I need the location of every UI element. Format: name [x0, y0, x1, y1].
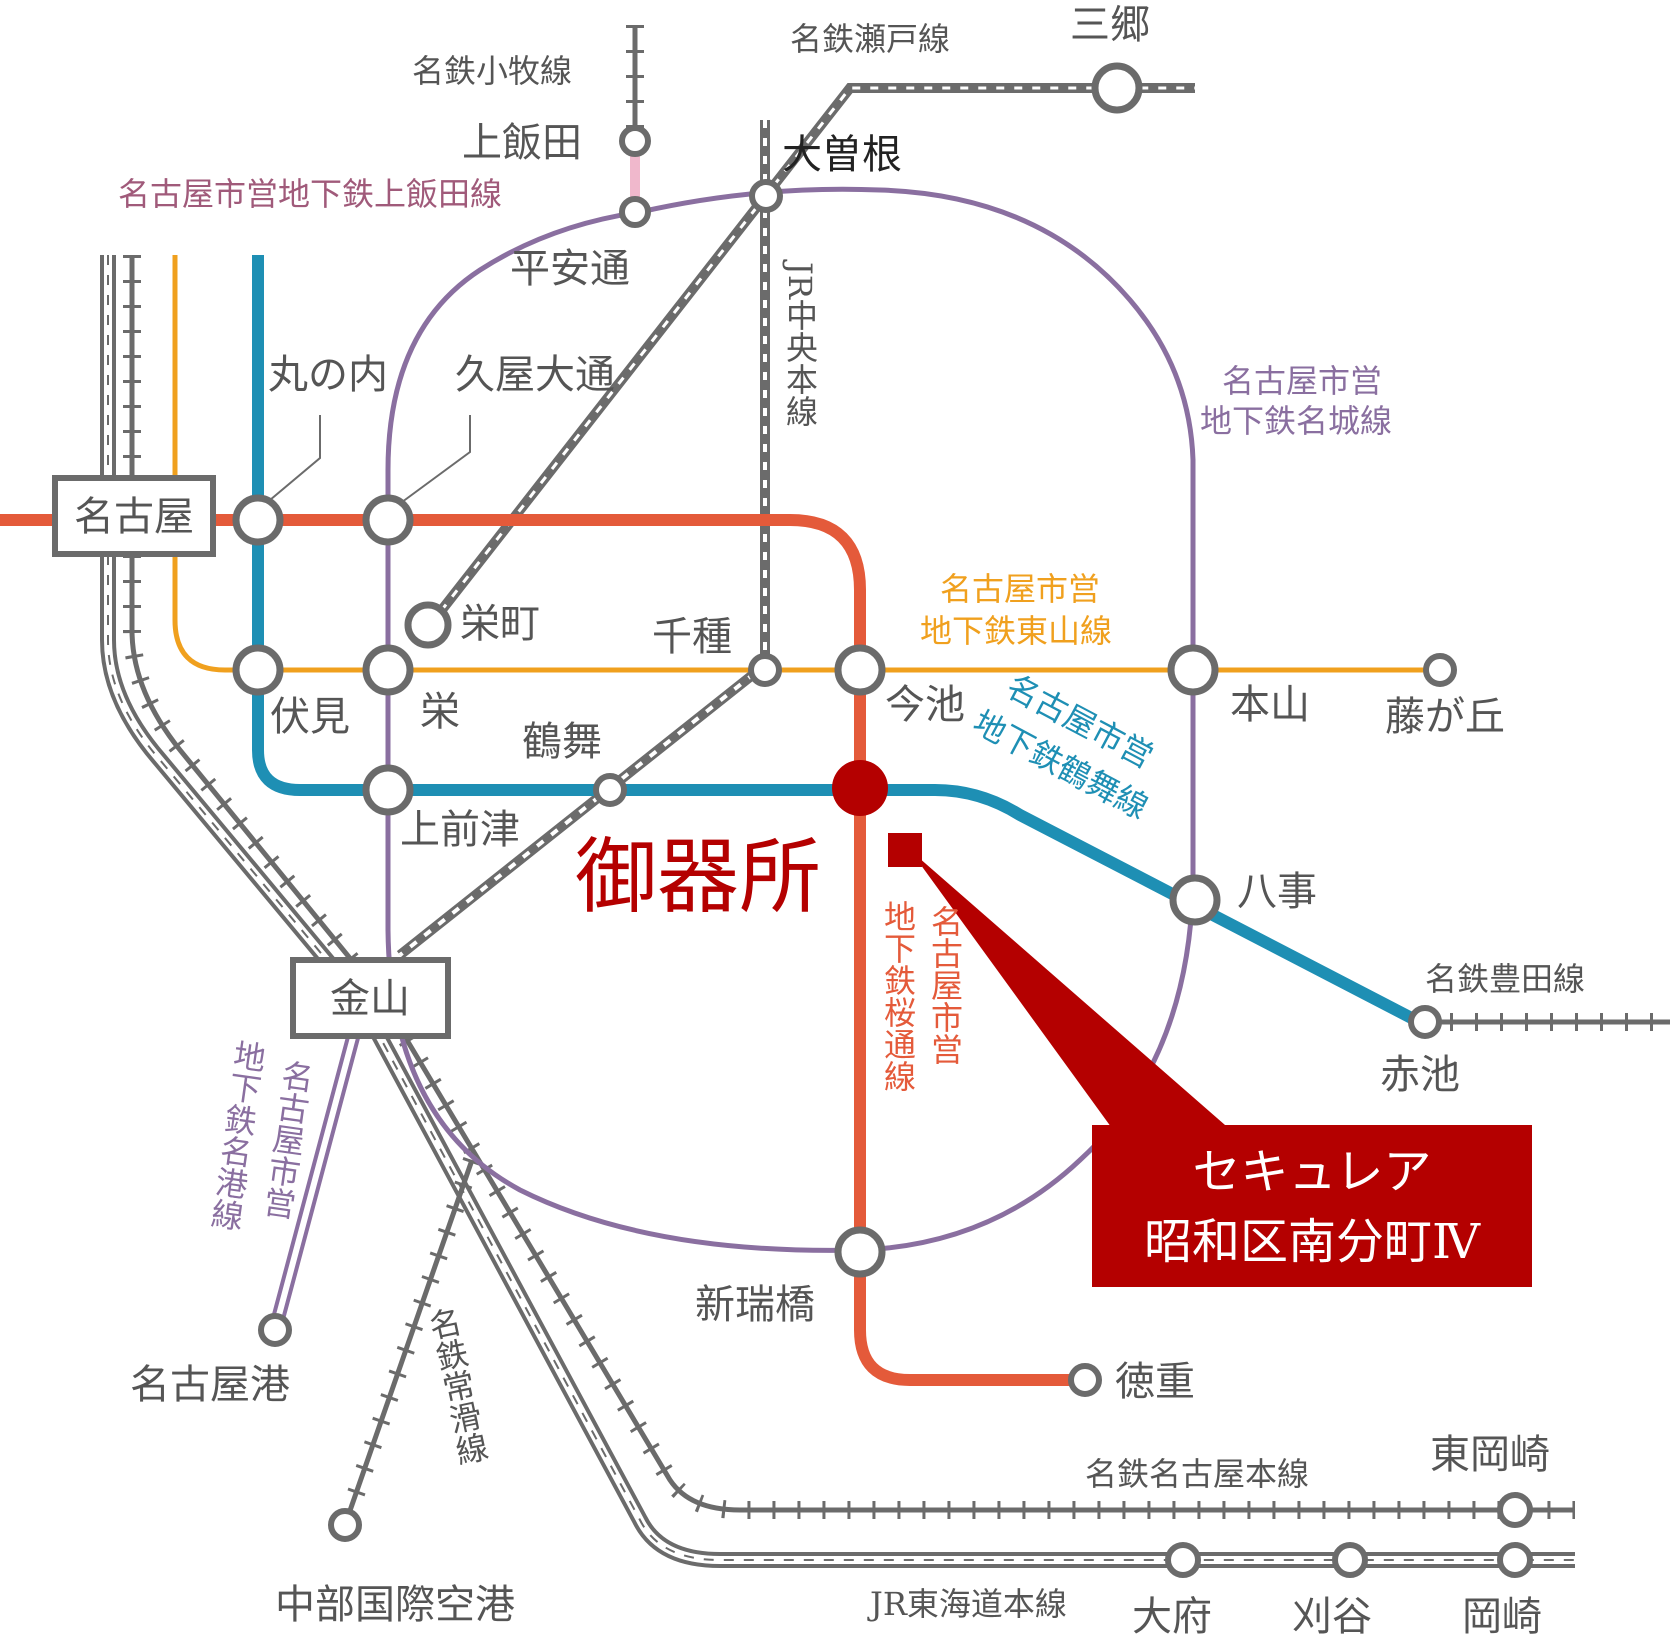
higashi-okazaki-label: 東岡崎 — [1430, 1432, 1550, 1478]
tsurumai-label: 鶴舞 — [522, 719, 602, 765]
station-chikusa[interactable] — [748, 653, 782, 687]
hisaya-odori-label: 久屋大通 — [455, 352, 615, 398]
marunouchi-label: 丸の内 — [268, 352, 388, 398]
kanayama-terminal[interactable]: 金山 — [290, 957, 451, 1039]
okazaki-label: 岡崎 — [1462, 1594, 1542, 1638]
aratamabashi-label: 新瑞橋 — [695, 1282, 815, 1328]
meitetsu-toyota-label: 名鉄豊田線 — [1425, 960, 1585, 998]
kariya-label: 刈谷 — [1292, 1594, 1372, 1638]
sango-label: 三郷 — [1070, 2, 1150, 48]
property-marker — [888, 833, 922, 867]
jr-chuo-label: JR中央本線 — [781, 259, 819, 427]
meitetsu-nagoya-main-track — [123, 255, 1575, 1519]
nagoyako-label: 名古屋港 — [130, 1362, 290, 1408]
station-aratamabashi[interactable] — [834, 1226, 886, 1278]
kamimaezu-label: 上前津 — [400, 807, 520, 853]
station-higashi-okazaki[interactable] — [1497, 1492, 1533, 1528]
imaike-label: 今池 — [885, 682, 965, 728]
chikusa-label: 千種 — [652, 614, 732, 660]
marunouchi-leader — [269, 415, 321, 501]
heiando-label: 平安通 — [510, 246, 630, 292]
station-nagoyako[interactable] — [258, 1313, 292, 1347]
higashiyama-label-2: 地下鉄東山線 — [920, 612, 1112, 650]
meitetsu-nagoya-honsen-label: 名鉄名古屋本線 — [1085, 1455, 1309, 1493]
station-tsurumai[interactable] — [593, 773, 627, 807]
meitetsu-tokoname-label: 名鉄常滑線 — [421, 1304, 491, 1469]
station-kamiiida[interactable] — [619, 125, 651, 157]
sakae-label: 栄 — [420, 689, 460, 735]
kamiiida-label: 上飯田 — [462, 120, 582, 166]
sakuradori-label-1: 名古屋市営 — [926, 905, 964, 1065]
property-pointer — [910, 850, 1225, 1160]
centrair-label: 中部国際空港 — [275, 1582, 515, 1628]
tokushige-label: 徳重 — [1115, 1359, 1195, 1405]
sakuradori-line — [0, 514, 1085, 1386]
station-kariya[interactable] — [1332, 1542, 1368, 1578]
station-sakaemachi[interactable] — [404, 601, 452, 649]
station-ozone[interactable] — [749, 179, 783, 213]
kanayama-label: 金山 — [330, 976, 410, 1022]
jr-tokaido-label: JR東海道本線 — [867, 1585, 1067, 1623]
obu-label: 大府 — [1132, 1594, 1212, 1638]
meiko-line — [268, 1028, 362, 1332]
sakaemachi-label: 栄町 — [460, 601, 540, 647]
yagoto-label: 八事 — [1237, 869, 1317, 915]
station-sakae[interactable] — [362, 644, 414, 696]
higashiyama-label-1: 名古屋市営 — [940, 570, 1100, 608]
station-fujigaoka[interactable] — [1423, 653, 1457, 687]
station-sango[interactable] — [1091, 62, 1143, 114]
station-heiando[interactable] — [619, 196, 651, 228]
sakuradori-label-2: 地下鉄桜通線 — [879, 900, 917, 1092]
property-name-line1: セキュレア — [1192, 1144, 1431, 1200]
ozone-label: 大曽根 — [782, 132, 902, 178]
station-tokushige[interactable] — [1068, 1363, 1102, 1397]
tsurumai-line — [252, 255, 1428, 1031]
meitetsu-komaki-label: 名鉄小牧線 — [412, 52, 572, 90]
station-imaike[interactable] — [834, 644, 886, 696]
hisaya-leader — [397, 415, 471, 506]
meitetsu-tokoname-track — [342, 1159, 475, 1526]
fujigaoka-label: 藤が丘 — [1385, 694, 1505, 740]
higashiyama-line — [172, 255, 1440, 673]
station-yagoto[interactable] — [1169, 874, 1221, 926]
station-gokiso[interactable] — [832, 760, 888, 816]
jr-tokaido-track — [100, 255, 1575, 1568]
meitetsu-seto-track — [426, 83, 1195, 629]
station-akaike[interactable] — [1408, 1005, 1442, 1039]
station-obu[interactable] — [1165, 1542, 1201, 1578]
stations — [232, 62, 1533, 1578]
meijo-label-1: 名古屋市営 — [1222, 362, 1382, 400]
station-kamimaezu[interactable] — [362, 764, 414, 816]
motoyama-label: 本山 — [1230, 682, 1310, 728]
station-centrair[interactable] — [328, 1508, 362, 1542]
property-name-line2: 昭和区南分町Ⅳ — [1144, 1214, 1481, 1270]
station-hisaya-odori[interactable] — [362, 494, 414, 546]
nagoya-label: 名古屋 — [74, 494, 194, 540]
meijo-line — [385, 186, 1196, 1253]
nagoya-terminal[interactable]: 名古屋 — [52, 475, 216, 557]
gokiso-label: 御器所 — [575, 830, 821, 925]
meijo-label-2: 地下鉄名城線 — [1200, 402, 1392, 440]
station-okazaki[interactable] — [1497, 1542, 1533, 1578]
station-motoyama[interactable] — [1167, 644, 1219, 696]
meitetsu-seto-label: 名鉄瀬戸線 — [790, 20, 950, 58]
akaike-label: 赤池 — [1380, 1052, 1460, 1098]
station-fushimi[interactable] — [232, 644, 284, 696]
kamiiida-line-label: 名古屋市営地下鉄上飯田線 — [118, 175, 502, 213]
station-marunouchi[interactable] — [232, 494, 284, 546]
property-box[interactable]: セキュレア 昭和区南分町Ⅳ — [1092, 1125, 1532, 1287]
fushimi-label: 伏見 — [270, 694, 350, 740]
